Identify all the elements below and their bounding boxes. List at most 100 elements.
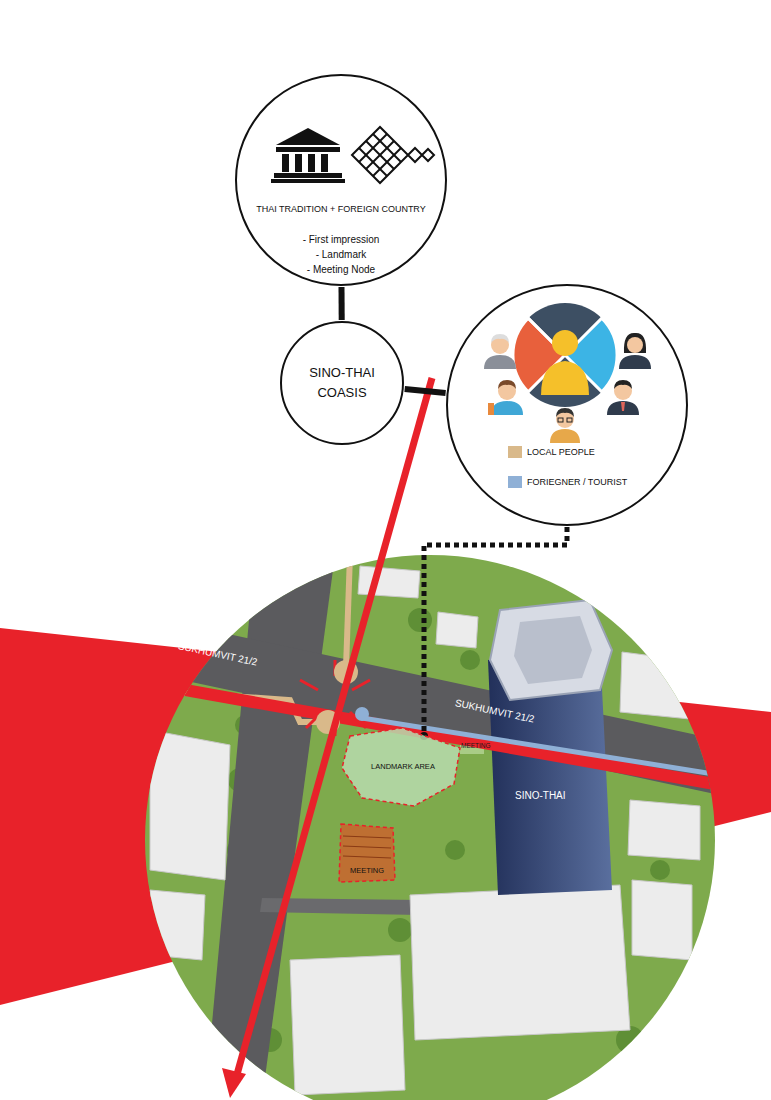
illustration-shape [408, 608, 432, 632]
illustration-shape [343, 846, 391, 848]
concept-heading: THAI TRADITION + FOREIGN COUNTRY [246, 204, 436, 215]
lattice-icon [352, 127, 434, 183]
illustration-shape [422, 149, 434, 161]
grass-ground [140, 550, 730, 1100]
illustration-shape [150, 890, 205, 960]
text-slot: - First impression [234, 233, 448, 246]
illustration-shape [281, 322, 403, 444]
person-icon [619, 333, 651, 369]
illustration-shape [558, 418, 563, 422]
legend-swatch [508, 446, 522, 458]
aerial-map [140, 550, 730, 1100]
illustration-shape [308, 154, 315, 172]
local-path [346, 555, 350, 668]
illustration-shape [300, 680, 318, 690]
connector-line [339, 287, 345, 320]
tower-roof [514, 616, 592, 684]
text-slot: LOCAL PEOPLE [527, 446, 667, 458]
text-slot: MEETING [461, 742, 491, 750]
illustration-shape [552, 330, 578, 356]
users-circle-shape [445, 283, 689, 527]
illustration-shape [358, 566, 420, 598]
illustration-shape [410, 885, 630, 1040]
text-slot: FORIEGNER / TOURIST [527, 476, 667, 488]
text-slot: - Landmark [234, 248, 448, 261]
area-label: MEETING [339, 866, 395, 875]
street-name: SUKHUMVIT 21/2 [177, 640, 259, 669]
illustration-shape [650, 860, 670, 880]
illustration-shape [373, 148, 401, 176]
legend-text: LOCAL PEOPLE [527, 446, 667, 458]
illustration-shape [498, 380, 516, 389]
users-circle: LOCAL PEOPLE FORIEGNER / TOURIST [445, 283, 689, 527]
tower-top [490, 600, 612, 700]
concept-point: - Landmark [234, 248, 448, 261]
illustration-shape [556, 408, 574, 417]
legend-text: FORIEGNER / TOURIST [527, 476, 667, 488]
text-slot: - Meeting Node [234, 263, 448, 276]
landmark-area: LANDMARK AREA [342, 728, 464, 808]
illustration-shape [460, 650, 480, 670]
illustration-shape [366, 141, 394, 169]
illustration-shape [352, 680, 370, 690]
illustration-shape [211, 581, 239, 609]
illustration-shape [295, 154, 302, 172]
illustration-shape [491, 334, 509, 343]
illustration-shape [621, 402, 625, 411]
building-group [150, 565, 700, 1095]
text-slot: SUKHUMVIT 21/2 [177, 640, 259, 669]
illustration-shape [513, 303, 617, 407]
puzzle-icon [513, 303, 617, 407]
concept-point: - Meeting Node [234, 263, 448, 276]
red-route [140, 682, 720, 785]
illustration-shape [276, 147, 340, 152]
text-slot: SINO-THAI COASIS [295, 363, 389, 403]
illustration-shape [276, 128, 340, 145]
illustration-shape [614, 380, 632, 389]
person-icon [488, 380, 523, 415]
tourist-node [355, 707, 369, 721]
illustration-shape [408, 148, 422, 162]
illustration-shape [491, 401, 523, 415]
illustration-shape [342, 728, 460, 806]
illustration-shape [290, 955, 405, 1095]
temple-icon [271, 128, 345, 183]
hub-title: SINO-THAI COASIS [295, 363, 389, 403]
illustration-shape [445, 840, 465, 860]
hub-circle: SINO-THAI COASIS [279, 320, 405, 446]
illustration-shape [447, 285, 687, 525]
concept-point: - First impression [234, 233, 448, 246]
concept-circle: THAI TRADITION + FOREIGN COUNTRY - First … [234, 73, 448, 287]
building-name: SINO-THAI [515, 790, 566, 802]
illustration-shape [567, 418, 572, 422]
text-slot: MEETING [339, 866, 395, 875]
illustration-shape [628, 800, 700, 860]
street-name: SUKHUMVIT 21/2 [454, 697, 536, 726]
text-slot: SUKHUMVIT 21/2 [454, 697, 536, 726]
zone-label: MEETING [461, 742, 491, 750]
area-label: LANDMARK AREA [350, 762, 456, 771]
text-slot: LANDMARK AREA [350, 762, 456, 771]
connector-line [405, 389, 446, 393]
person-icon [550, 408, 580, 443]
text-slot: SINO-THAI [515, 790, 566, 802]
connector-line [424, 527, 567, 736]
illustration-shape [339, 824, 395, 882]
axis-arrowhead [222, 1068, 246, 1098]
illustration-shape [343, 836, 391, 838]
illustration-shape [388, 918, 412, 942]
illustration-shape [619, 355, 651, 369]
illustration-shape [436, 612, 478, 648]
illustration-shape [271, 179, 345, 183]
illustration-shape [550, 429, 580, 443]
red-axis [236, 378, 432, 1078]
illustration-shape [168, 565, 240, 610]
person-icon [607, 380, 639, 415]
hub-circle-shape [279, 320, 405, 446]
text-slot: THAI TRADITION + FOREIGN COUNTRY [246, 204, 436, 215]
illustration-shape [343, 856, 391, 858]
illustration-shape [541, 361, 589, 395]
illustration-shape [366, 141, 394, 169]
